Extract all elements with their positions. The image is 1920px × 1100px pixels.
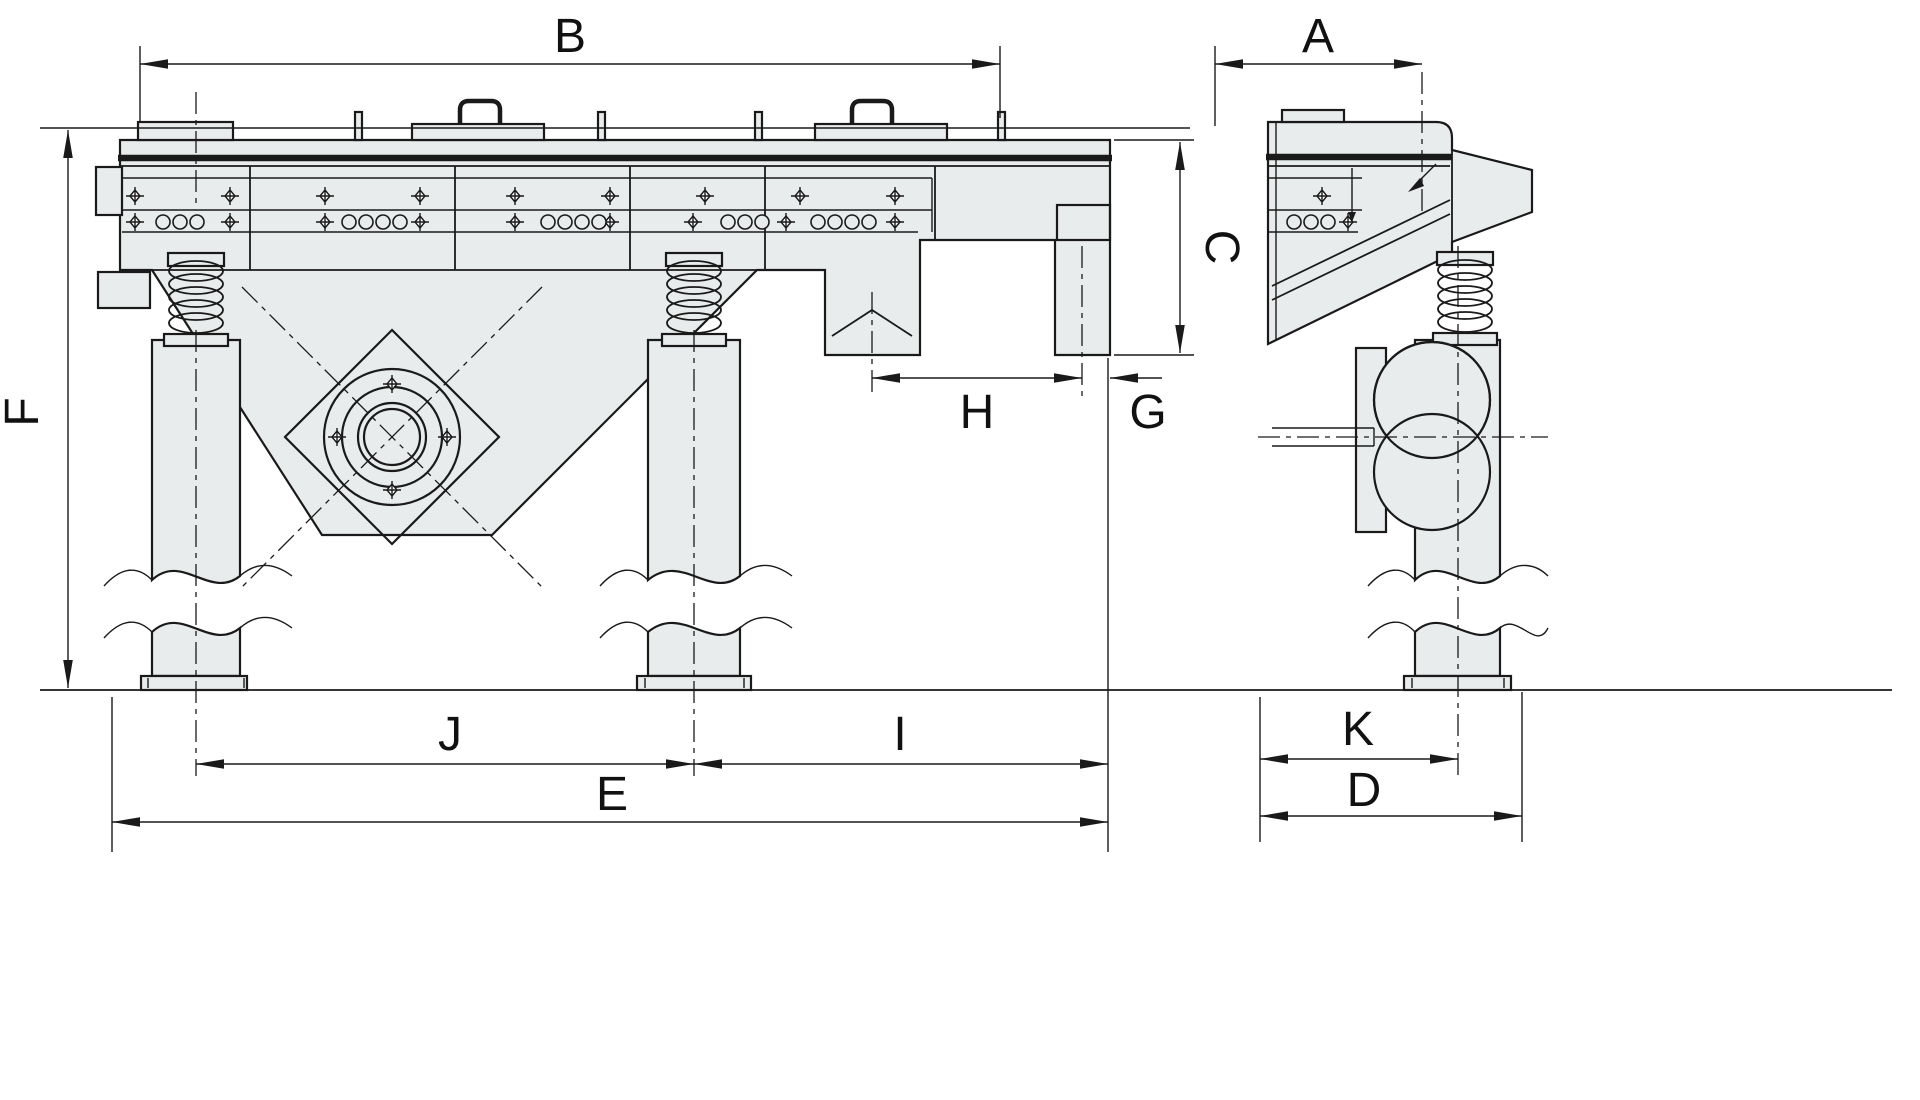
dim-label-F: F [0,397,49,426]
pointer-arrow-icon [1408,178,1424,192]
dim-label-H: H [960,386,995,439]
dim-label-D: D [1347,764,1382,817]
pointer-arrow-icon [1348,212,1356,222]
end-view [1266,108,1549,692]
lifting-handle-icon [457,98,503,124]
dim-label-G: G [1129,386,1166,439]
dim-label-K: K [1342,703,1374,756]
dim-label-B: B [554,10,586,63]
side-view [94,98,1112,692]
exciter-unit [283,328,501,546]
dim-label-J: J [438,708,462,761]
dim-label-A: A [1302,10,1334,63]
dim-label-I: I [893,708,906,761]
machine-body [94,98,1112,537]
dimensions: B A C F H G J I E K D [0,10,1892,852]
lifting-handle-icon [849,98,895,124]
vibrator-motors [1272,340,1492,534]
dim-label-E: E [596,768,628,821]
dim-label-C: C [1195,230,1248,265]
coil-spring [1431,250,1499,347]
